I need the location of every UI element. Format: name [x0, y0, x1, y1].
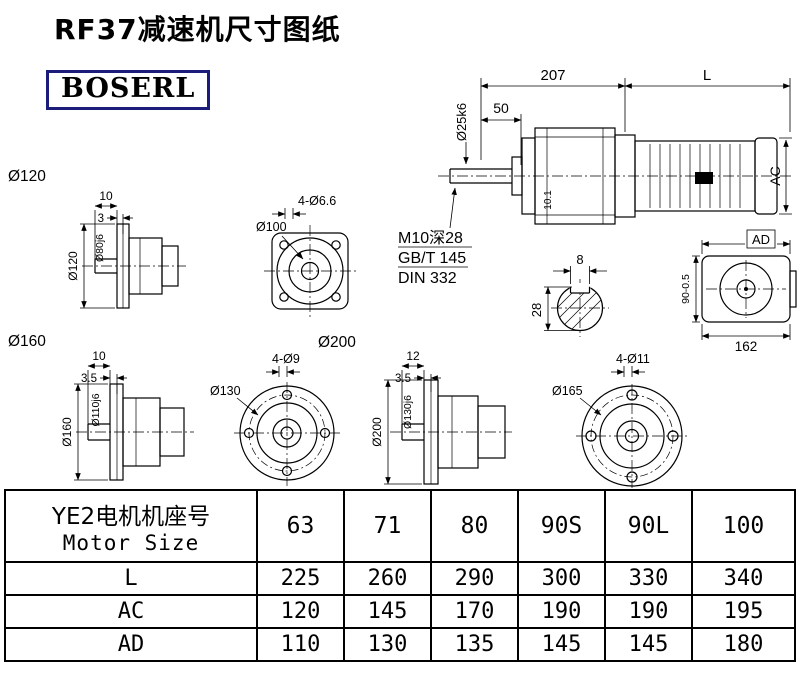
- unit-160-side-view: Ø160 10 3.5 Ø160 Ø110j6: [8, 333, 194, 481]
- dim-d100: Ø100: [256, 220, 287, 234]
- table-header-row: YE2电机机座号 Motor Size 63 71 80 90S 90L 100: [4, 489, 796, 563]
- table-cell: 180: [691, 627, 796, 662]
- table-cell: 170: [430, 594, 519, 629]
- motor-size-col: 63: [256, 489, 345, 563]
- row-label: L: [4, 561, 258, 596]
- motor-size-col: 80: [430, 489, 519, 563]
- unit-200-side-view: Ø200 12 3.5 Ø200 Ø130j6: [318, 334, 512, 485]
- unit-120-label: Ø120: [8, 168, 46, 185]
- logo-text: BOSERL: [61, 73, 196, 104]
- dim-3-5: 3.5: [81, 373, 97, 385]
- unit-200-label: Ø200: [318, 334, 356, 351]
- row-label: AD: [4, 627, 258, 662]
- table-cell: 145: [343, 594, 432, 629]
- row-label: AC: [4, 594, 258, 629]
- unit-120-side-view: Ø120 10 3 Ø120 Ø80j6: [8, 168, 186, 309]
- table-cell: 145: [517, 627, 606, 662]
- dim-key-width: 8: [576, 252, 583, 267]
- dim-d80: Ø80j6: [94, 234, 106, 262]
- dimension-table: YE2电机机座号 Motor Size 63 71 80 90S 90L 100…: [4, 489, 796, 662]
- motor-size-col: 100: [691, 489, 796, 563]
- note-gbt: GB/T 145: [398, 250, 466, 267]
- dim-50: 50: [493, 100, 509, 116]
- dim-holes-9: 4-Ø9: [272, 352, 300, 366]
- boserl-logo: BOSERL: [46, 70, 211, 110]
- table-cell: 225: [256, 561, 345, 596]
- table-cell: 300: [517, 561, 606, 596]
- dim-holes-66: 4-Ø6.6: [298, 194, 336, 208]
- dim-10: 10: [92, 349, 106, 363]
- dim-d165: Ø165: [552, 384, 583, 398]
- dim-3: 3: [98, 213, 104, 225]
- dim-d160: Ø160: [60, 417, 74, 447]
- dim-d120: Ø120: [66, 251, 80, 281]
- dim-d130: Ø130: [210, 384, 241, 398]
- dim-207: 207: [540, 67, 565, 84]
- table-cell: 145: [604, 627, 693, 662]
- main-assembly-view: 207 L 50 Ø25k6 AC 10.1 M10深28 GB/T 145 D…: [398, 67, 794, 287]
- table-cell: 195: [691, 594, 796, 629]
- flange-165-view: 4-Ø11 Ø165: [552, 352, 688, 488]
- table-cell: 330: [604, 561, 693, 596]
- page-title: RF37减速机尺寸图纸: [54, 13, 341, 46]
- dim-3-5: 3.5: [395, 373, 411, 385]
- header-cn: YE2电机机座号: [51, 504, 211, 530]
- table-cell: 130: [343, 627, 432, 662]
- dim-10-1: 10.1: [543, 190, 554, 210]
- motor-size-header-cell: YE2电机机座号 Motor Size: [4, 489, 258, 563]
- table-cell: 260: [343, 561, 432, 596]
- table-cell: 190: [517, 594, 606, 629]
- flange-100-view: 4-Ø6.6 Ø100: [256, 194, 356, 317]
- table-row-AC: AC 120 145 170 190 190 195: [4, 594, 796, 629]
- table-cell: 190: [604, 594, 693, 629]
- table-cell: 135: [430, 627, 519, 662]
- shaft-key-section: 8 28: [529, 252, 609, 337]
- motor-end-view: AD 90-0.5 162: [680, 229, 797, 354]
- dim-90: 90-0.5: [680, 274, 692, 304]
- note-din: DIN 332: [398, 270, 457, 287]
- dim-AD: AD: [752, 232, 770, 247]
- flange-130-view: 4-Ø9 Ø130: [210, 352, 340, 486]
- dim-d200: Ø200: [370, 417, 384, 447]
- dim-shaft-dia: Ø25k6: [454, 103, 469, 141]
- header-en: Motor Size: [62, 531, 200, 555]
- dim-12: 12: [406, 349, 420, 363]
- dim-d130j6: Ø130j6: [402, 395, 414, 429]
- note-m10: M10深28: [398, 229, 463, 247]
- motor-size-col: 71: [343, 489, 432, 563]
- table-cell: 290: [430, 561, 519, 596]
- dim-holes-11: 4-Ø11: [616, 352, 650, 366]
- technical-drawing: 207 L 50 Ø25k6 AC 10.1 M10深28 GB/T 145 D…: [8, 67, 797, 488]
- motor-size-col: 90L: [604, 489, 693, 563]
- dim-10: 10: [99, 189, 113, 203]
- table-cell: 110: [256, 627, 345, 662]
- dim-L: L: [703, 67, 711, 84]
- dim-d110: Ø110j6: [90, 393, 102, 426]
- table-row-AD: AD 110 130 135 145 145 180: [4, 627, 796, 662]
- table-cell: 340: [691, 561, 796, 596]
- motor-size-col: 90S: [517, 489, 606, 563]
- dim-key-height: 28: [529, 303, 544, 317]
- table-row-L: L 225 260 290 300 330 340: [4, 561, 796, 596]
- table-cell: 120: [256, 594, 345, 629]
- dim-162: 162: [735, 339, 758, 354]
- dim-AC: AC: [767, 166, 783, 185]
- unit-160-label: Ø160: [8, 333, 46, 350]
